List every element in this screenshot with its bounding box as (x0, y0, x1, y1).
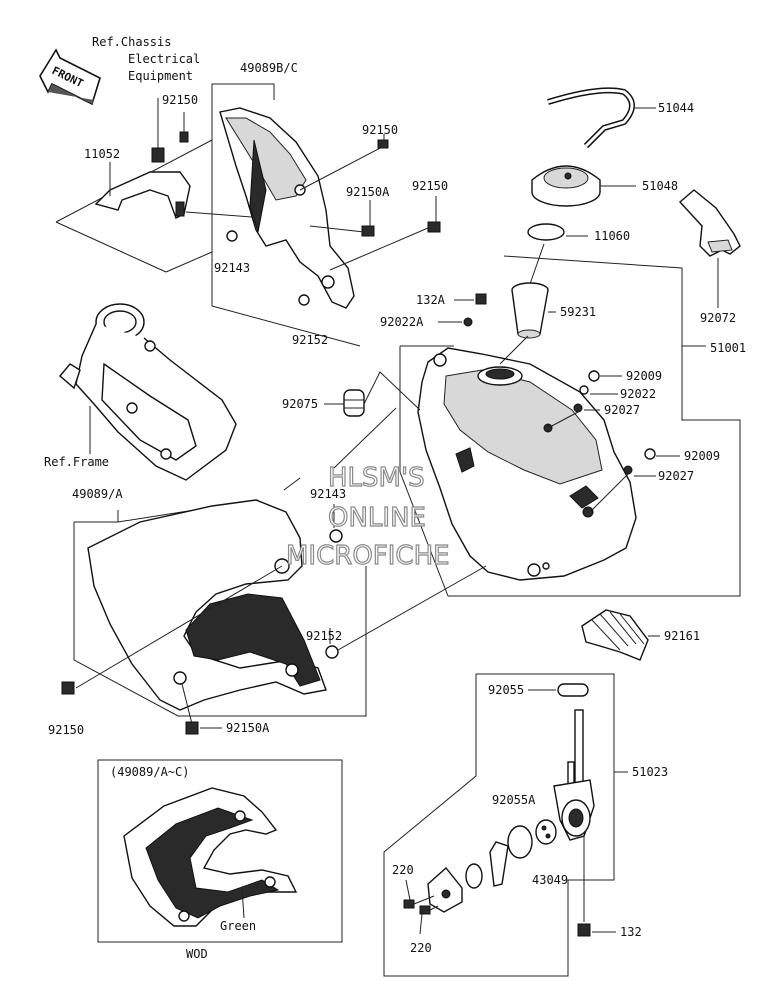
part-label-43049: 43049 (532, 873, 568, 887)
strap-92072-icon (678, 189, 741, 257)
filter-screen-92055-icon (557, 683, 589, 697)
part-label-92072: 92072 (700, 311, 736, 325)
filter-59231-icon (511, 282, 549, 339)
part-label-51023: 51023 (632, 765, 668, 779)
part-label-92150a-a: 92150A (346, 185, 390, 199)
pad-92161-icon (581, 609, 649, 661)
washer-92143-a-icon (226, 230, 238, 242)
part-label-92055a: 92055A (492, 793, 536, 807)
ref-chassis-label-1: Ref.Chassis (92, 35, 171, 49)
part-label-59231: 59231 (560, 305, 596, 319)
o-ring-small-icon (465, 863, 483, 889)
part-label-92009-a: 92009 (626, 369, 662, 383)
bracket-11052-icon (94, 147, 191, 219)
part-label-220-b: 220 (410, 941, 432, 955)
part-label-220-a: 220 (392, 863, 414, 877)
fuel-tank-51001-icon (417, 347, 637, 581)
o-ring-92055a-icon (507, 825, 533, 859)
ref-chassis-label-3: Equipment (128, 69, 193, 83)
part-label-11052: 11052 (84, 147, 120, 161)
washer-92022-icon (579, 385, 589, 395)
lever-icon (489, 841, 509, 887)
bolt-92150-top-icon (179, 112, 189, 143)
screw-220-a-icon (403, 899, 415, 909)
shroud-49089a-icon (87, 499, 327, 711)
bolt-92150-c-icon (427, 196, 441, 233)
bolt-92150-d-icon (61, 681, 75, 695)
nut-92009-b-icon (644, 448, 656, 460)
part-label-92152-a: 92152 (292, 333, 328, 347)
inset-title: (49089/A~C) (110, 765, 189, 779)
part-label-92022a: 92022A (380, 315, 424, 329)
part-label-92022: 92022 (620, 387, 656, 401)
part-label-92027-b: 92027 (658, 469, 694, 483)
grommet-92027-a-icon (573, 403, 583, 413)
part-label-49089bc: 49089B/C (240, 61, 298, 75)
part-label-11060: 11060 (594, 229, 630, 243)
part-label-92150-b: 92150 (362, 123, 398, 137)
washer-92022a-icon (463, 317, 473, 327)
part-label-92150-c: 92150 (412, 179, 448, 193)
part-label-92055: 92055 (488, 683, 524, 697)
watermark-line-3: MICROFICHE (286, 541, 450, 571)
petcock-51023-icon (553, 709, 595, 841)
bolt-92150-b-icon (377, 134, 389, 149)
ref-frame-label: Ref.Frame (44, 455, 109, 469)
part-label-92009-b: 92009 (684, 449, 720, 463)
part-label-92152-b: 92152 (306, 629, 342, 643)
gasket-11060-icon (527, 223, 565, 241)
grommet-92027-b-icon (623, 465, 633, 475)
washer-92143-b-icon (329, 529, 343, 543)
part-label-49089a: 49089/A (72, 487, 123, 501)
shroud-49089bc-icon (219, 107, 355, 309)
part-label-51001: 51001 (710, 341, 746, 355)
part-label-132a: 132A (416, 293, 446, 307)
bolt-132-icon (577, 923, 591, 937)
inset-green-label: Green (220, 919, 256, 933)
washer-92152-a-icon (298, 294, 310, 306)
part-label-92161: 92161 (664, 629, 700, 643)
gasket-43049-icon (535, 819, 557, 845)
bolt-132a-icon (475, 293, 487, 305)
watermark-line-2: ONLINE (328, 503, 426, 533)
part-label-92150a-b: 92150A (226, 721, 270, 735)
fuel-cap-51048-icon (531, 165, 601, 207)
part-label-132: 132 (620, 925, 642, 939)
part-label-92143-a: 92143 (214, 261, 250, 275)
part-label-92150-a: 92150 (162, 93, 198, 107)
part-label-51044: 51044 (658, 101, 694, 115)
cover-plate-icon (427, 866, 463, 913)
nut-92009-a-icon (588, 370, 600, 382)
fuel-hose-51044-icon (547, 87, 635, 149)
part-label-92150-d: 92150 (48, 723, 84, 737)
watermark-line-1: HLSM'S (328, 463, 425, 493)
ref-chassis-label-2: Electrical (128, 52, 200, 66)
part-label-92027-a: 92027 (604, 403, 640, 417)
part-label-51048: 51048 (642, 179, 678, 193)
washer-92152-b-icon (325, 645, 339, 659)
inset-shroud-icon (123, 787, 298, 927)
screw-220-b-icon (419, 905, 431, 915)
petcock-group-outline (383, 673, 628, 977)
bolt-92150a-b-icon (185, 721, 199, 735)
part-label-92075: 92075 (282, 397, 318, 411)
inset-wod-label: WOD (186, 947, 208, 961)
bolt-92150a-icon (361, 200, 375, 237)
damper-92075-icon (343, 389, 365, 417)
frame-reference-icon (59, 303, 237, 481)
part-label-92143-b: 92143 (310, 487, 346, 501)
front-arrow-icon (39, 48, 101, 106)
tank-group-outline (399, 255, 741, 597)
inset-box (97, 759, 343, 943)
